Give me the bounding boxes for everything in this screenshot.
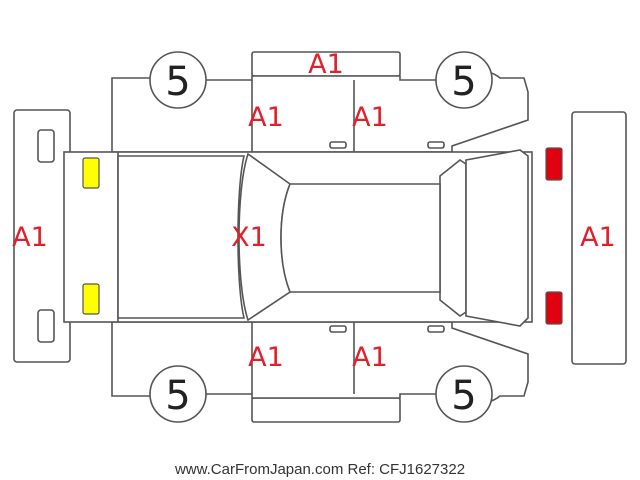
bonnet xyxy=(465,149,529,327)
footer-reference: www.CarFromJapan.com Ref: CFJ1627322 xyxy=(174,461,465,478)
tire-rear-right-label: 5 xyxy=(165,373,190,419)
tire-front-right-label: 5 xyxy=(451,373,476,419)
rear-lamp-left xyxy=(82,157,100,189)
tire-front-left-label: 5 xyxy=(451,59,476,105)
mark-front-left-door: A1 xyxy=(352,102,388,133)
mark-rear-right-door: A1 xyxy=(248,342,284,373)
tire-rear-right: 5 xyxy=(149,365,207,423)
front-lamp-left xyxy=(545,147,563,181)
front-lamp-right xyxy=(545,291,563,325)
tire-rear-left: 5 xyxy=(149,51,207,109)
mark-front-bumper: A1 xyxy=(580,222,616,253)
mark-roof: A1 xyxy=(308,49,344,80)
front-window xyxy=(439,159,467,317)
front-bumper xyxy=(571,111,627,365)
tire-front-right: 5 xyxy=(435,365,493,423)
rear-lamp-right xyxy=(82,283,100,315)
roof xyxy=(280,183,441,293)
roof-bottom-strip xyxy=(251,397,401,423)
mark-rear-bumper: A1 xyxy=(12,222,48,253)
mark-bonnet: X1 xyxy=(231,222,267,253)
tire-rear-left-label: 5 xyxy=(165,59,190,105)
trunk-lid xyxy=(117,155,246,319)
mark-rear-left-door: A1 xyxy=(248,102,284,133)
tire-front-left: 5 xyxy=(435,51,493,109)
mark-front-right-door: A1 xyxy=(352,342,388,373)
